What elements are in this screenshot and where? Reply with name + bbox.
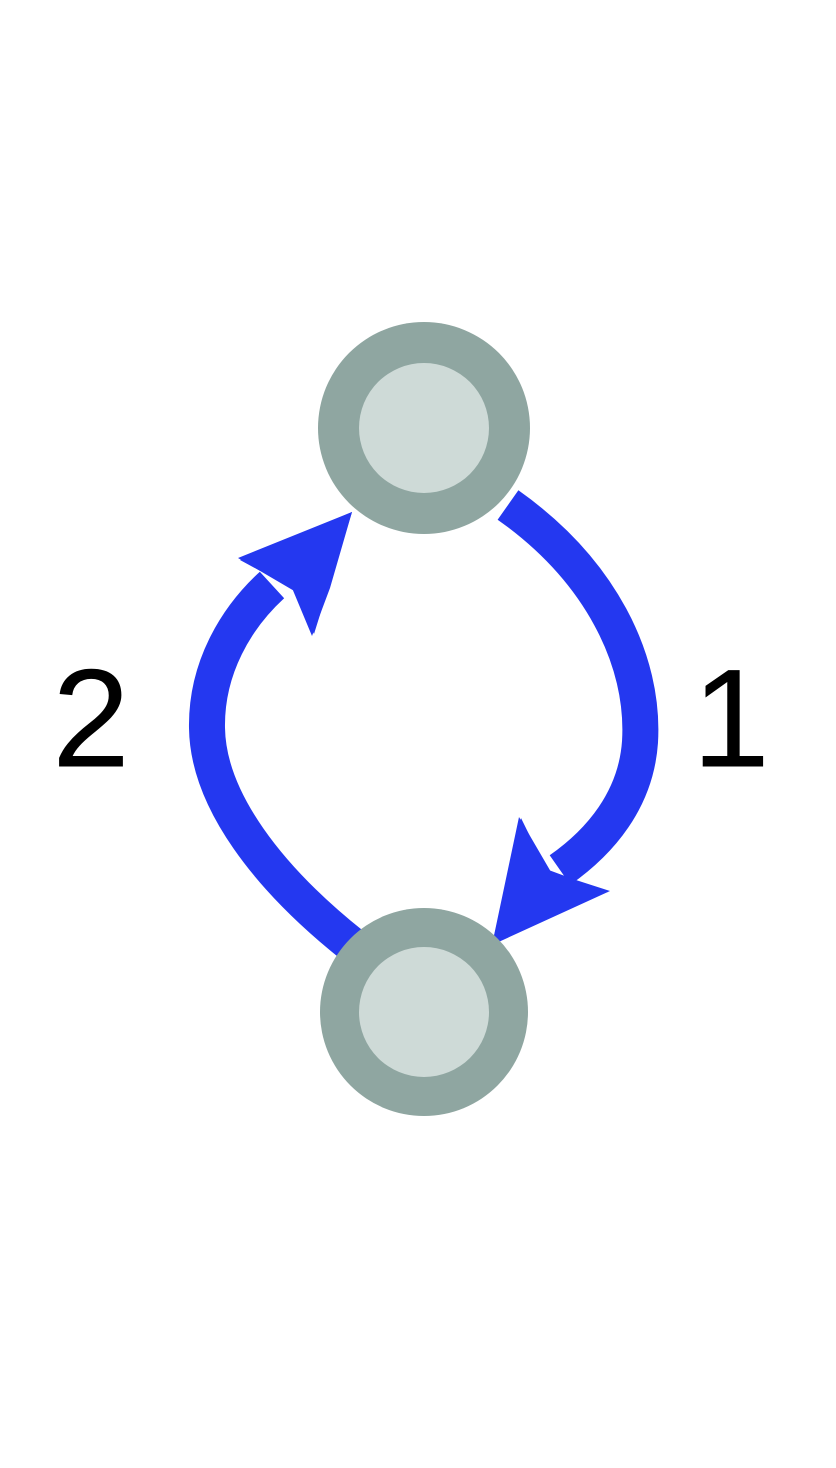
edge-1-shaft[interactable] (497, 490, 659, 885)
edge-1-arrowhead-fill (492, 817, 610, 945)
node-top-group[interactable] (318, 322, 530, 534)
node-top-inner (359, 363, 489, 493)
node-bottom-group[interactable] (320, 908, 528, 1116)
edge-2-group[interactable] (188, 512, 364, 960)
edge-2-shaft[interactable] (188, 571, 364, 960)
edge-label-1: 1 (692, 640, 770, 797)
edge-1-group[interactable] (492, 490, 659, 945)
node-bottom-inner (359, 947, 489, 1077)
edge-2-arrowhead-fill (238, 512, 352, 634)
edge-label-2: 2 (52, 640, 130, 797)
